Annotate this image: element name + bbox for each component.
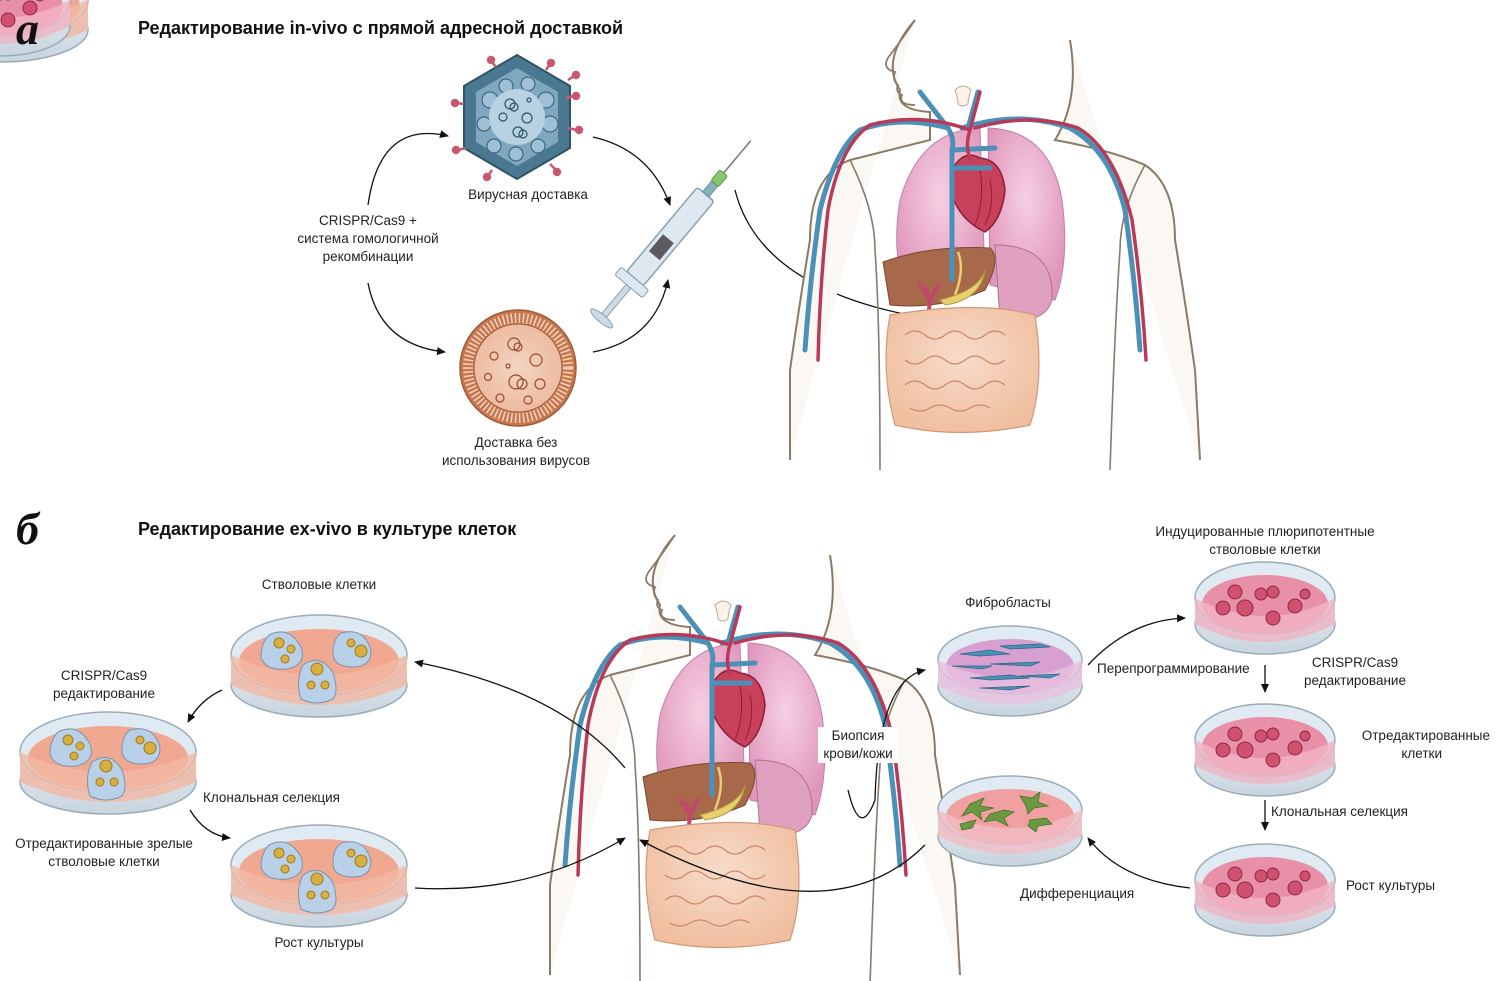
fibroblasts-label: Фибробласты bbox=[965, 595, 1051, 610]
nonviral-delivery-label: Доставка без использования вирусов bbox=[426, 434, 606, 470]
human-torso-panel-b bbox=[550, 535, 960, 981]
right-crispr-editing-label: CRISPR/Cas9 редактирование bbox=[1285, 654, 1425, 690]
panel-a-letter: а bbox=[16, 3, 39, 54]
left-crispr-line-1: CRISPR/Cas9 bbox=[60, 668, 148, 683]
ipsc-line-1: Индуцированные плюрипотентные bbox=[1155, 524, 1375, 539]
crispr-hr-line-2: система гомологичной bbox=[297, 231, 439, 246]
human-torso-panel-a bbox=[789, 19, 1201, 471]
nonviral-line-1: Доставка без bbox=[474, 435, 558, 450]
left-crispr-line-2: редактирование bbox=[53, 686, 155, 701]
edited-cells-line-1: Отредактированные bbox=[1361, 728, 1490, 743]
arrows-panel-b bbox=[187, 614, 1269, 892]
edited-cells-line-2: клетки bbox=[1401, 746, 1442, 761]
right-culture-growth-label: Рост культуры bbox=[1346, 878, 1436, 893]
edited-mature-line-2: стволовые клетки bbox=[48, 854, 160, 869]
biopsy-line-2: крови/кожи bbox=[823, 746, 893, 761]
nonviral-line-2: использования вирусов bbox=[441, 453, 591, 468]
viral-delivery-label: Вирусная доставка bbox=[468, 187, 588, 202]
virus-particle-icon bbox=[450, 53, 584, 182]
nanoparticle-icon bbox=[459, 309, 577, 427]
panel-b-title: Редактирование ex-vivo в культуре клеток bbox=[138, 519, 517, 539]
ipsc-dish bbox=[0, 0, 71, 57]
stem-cells-label: Стволовые клетки bbox=[261, 577, 377, 592]
biopsy-line-1: Биопсия bbox=[831, 728, 885, 743]
biopsy-label: Биопсия крови/кожи bbox=[818, 727, 898, 763]
edited-mature-line-1: Отредактированные зрелые bbox=[15, 836, 193, 851]
syringe-icon bbox=[590, 140, 752, 329]
right-crispr-line-2: редактирование bbox=[1304, 673, 1406, 688]
edited-cells-label: Отредактированные клетки bbox=[1340, 727, 1490, 763]
left-crispr-editing-label: CRISPR/Cas9 редактирование bbox=[24, 667, 184, 703]
reprogramming-label: Перепрограммирование bbox=[1097, 661, 1250, 676]
edited-mature-stem-cells-label: Отредактированные зрелые стволовые клетк… bbox=[4, 835, 204, 871]
differentiated-cells-dish bbox=[937, 775, 1083, 867]
left-culture-growth-label: Рост культуры bbox=[274, 935, 364, 950]
right-clonal-selection-label: Клональная селекция bbox=[1271, 804, 1408, 819]
ipsc-label: Индуцированные плюрипотентные стволовые … bbox=[1140, 523, 1390, 559]
crispr-hr-label: CRISPR/Cas9 + система гомологичной реком… bbox=[288, 212, 448, 266]
ipsc-line-2: стволовые клетки bbox=[1209, 542, 1321, 557]
arrows-panel-a bbox=[367, 130, 926, 356]
crispr-hr-line-1: CRISPR/Cas9 + bbox=[319, 213, 417, 228]
right-crispr-line-1: CRISPR/Cas9 bbox=[1311, 655, 1399, 670]
panel-b-letter: б bbox=[16, 503, 39, 554]
fibroblast-dish bbox=[937, 625, 1083, 717]
panel-a-title: Редактирование in-vivo с прямой адресной… bbox=[138, 18, 624, 38]
left-clonal-selection-label: Клональная селекция bbox=[203, 790, 340, 805]
crispr-hr-line-3: рекомбинации bbox=[322, 249, 414, 264]
differentiation-label: Дифференциация bbox=[1020, 886, 1135, 901]
